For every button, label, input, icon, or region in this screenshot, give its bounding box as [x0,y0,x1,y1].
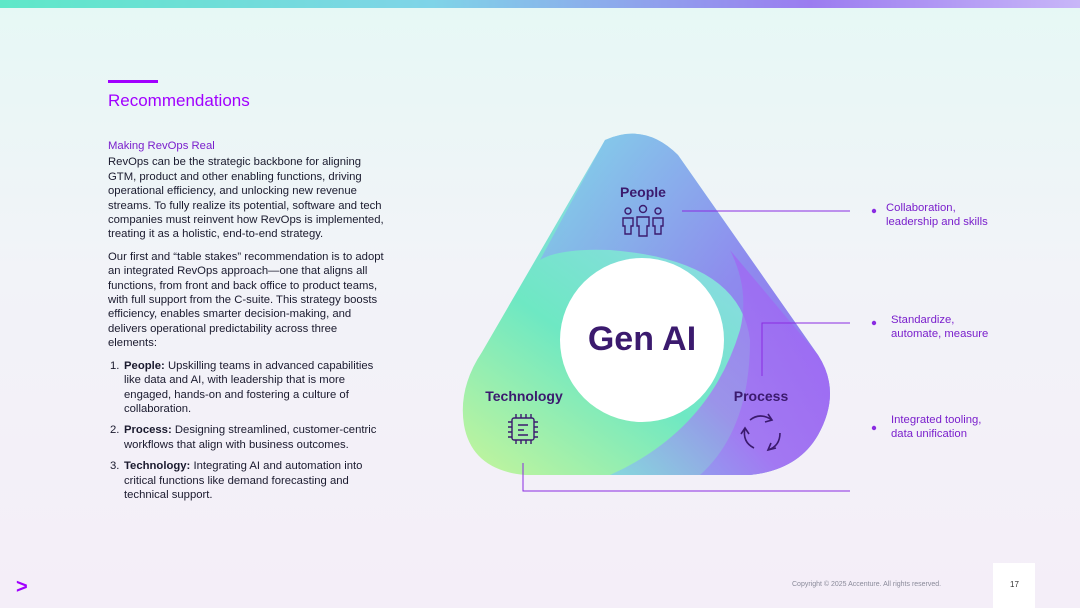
process-callout: Standardize, automate, measure [891,314,988,341]
process-label: Process [734,388,789,404]
center-circle [560,258,724,422]
people-callout: Collaboration, leadership and skills [886,202,988,229]
diagram-graphic: Gen AI People Technology Process [462,133,850,492]
list-text: Integrating AI and automation into criti… [124,460,363,501]
gen-ai-diagram: Gen AI People Technology Process [450,130,850,500]
center-label: Gen AI [588,320,696,358]
chip-icon [508,414,538,444]
accenture-logo: > [16,576,28,598]
process-connector [761,322,850,376]
callout-line: automate, measure [891,327,989,340]
intro-text-column: Making RevOps Real RevOps can be the str… [108,139,386,509]
intro-subtitle: Making RevOps Real [108,140,215,152]
callout-line: Standardize, [891,314,955,326]
list-term: Technology: [124,460,191,473]
callout-line: Collaboration, [886,202,956,214]
page-number-box [993,563,1035,608]
list-item-process: 2. Process: Designing streamlined, custo… [108,423,386,452]
people-label: People [620,184,666,200]
technology-label: Technology [485,388,563,404]
list-number: 3. [110,460,120,473]
page-number: 17 [1010,580,1019,589]
people-group-icon [622,204,664,237]
list-number: 1. [110,359,120,372]
section-accent-line [108,80,158,83]
list-item-technology: 3. Technology: Integrating AI and automa… [108,459,386,502]
list-text: Designing streamlined, customer-centric … [124,424,377,451]
intro-paragraph-1: RevOps can be the strategic backbone for… [108,156,384,241]
elements-list: 1. People: Upskilling teams in advanced … [108,359,386,503]
callout-line: leadership and skills [886,215,988,228]
list-text: Upskilling teams in advanced capabilitie… [124,359,374,415]
copyright-text: Copyright © 2025 Accenture. All rights r… [792,581,942,588]
process-dot [871,320,877,326]
intro-paragraph-2: Our first and “table stakes” recommendat… [108,250,384,350]
people-dot [871,208,877,214]
list-term: Process: [124,424,172,437]
callout-line: Integrated tooling, [891,414,982,426]
technology-callout: Integrated tooling, data unification [891,414,981,441]
cycle-arrows-icon [740,413,781,452]
list-item-people: 1. People: Upskilling teams in advanced … [108,359,386,417]
technology-connector [522,463,850,492]
list-term: People: [124,359,165,372]
callout-line: data unification [891,427,967,440]
section-title: Recommendations [108,91,250,110]
list-number: 2. [110,424,120,437]
process-segment [610,250,830,475]
technology-dot [871,425,877,431]
top-gradient-bar [0,0,1080,8]
